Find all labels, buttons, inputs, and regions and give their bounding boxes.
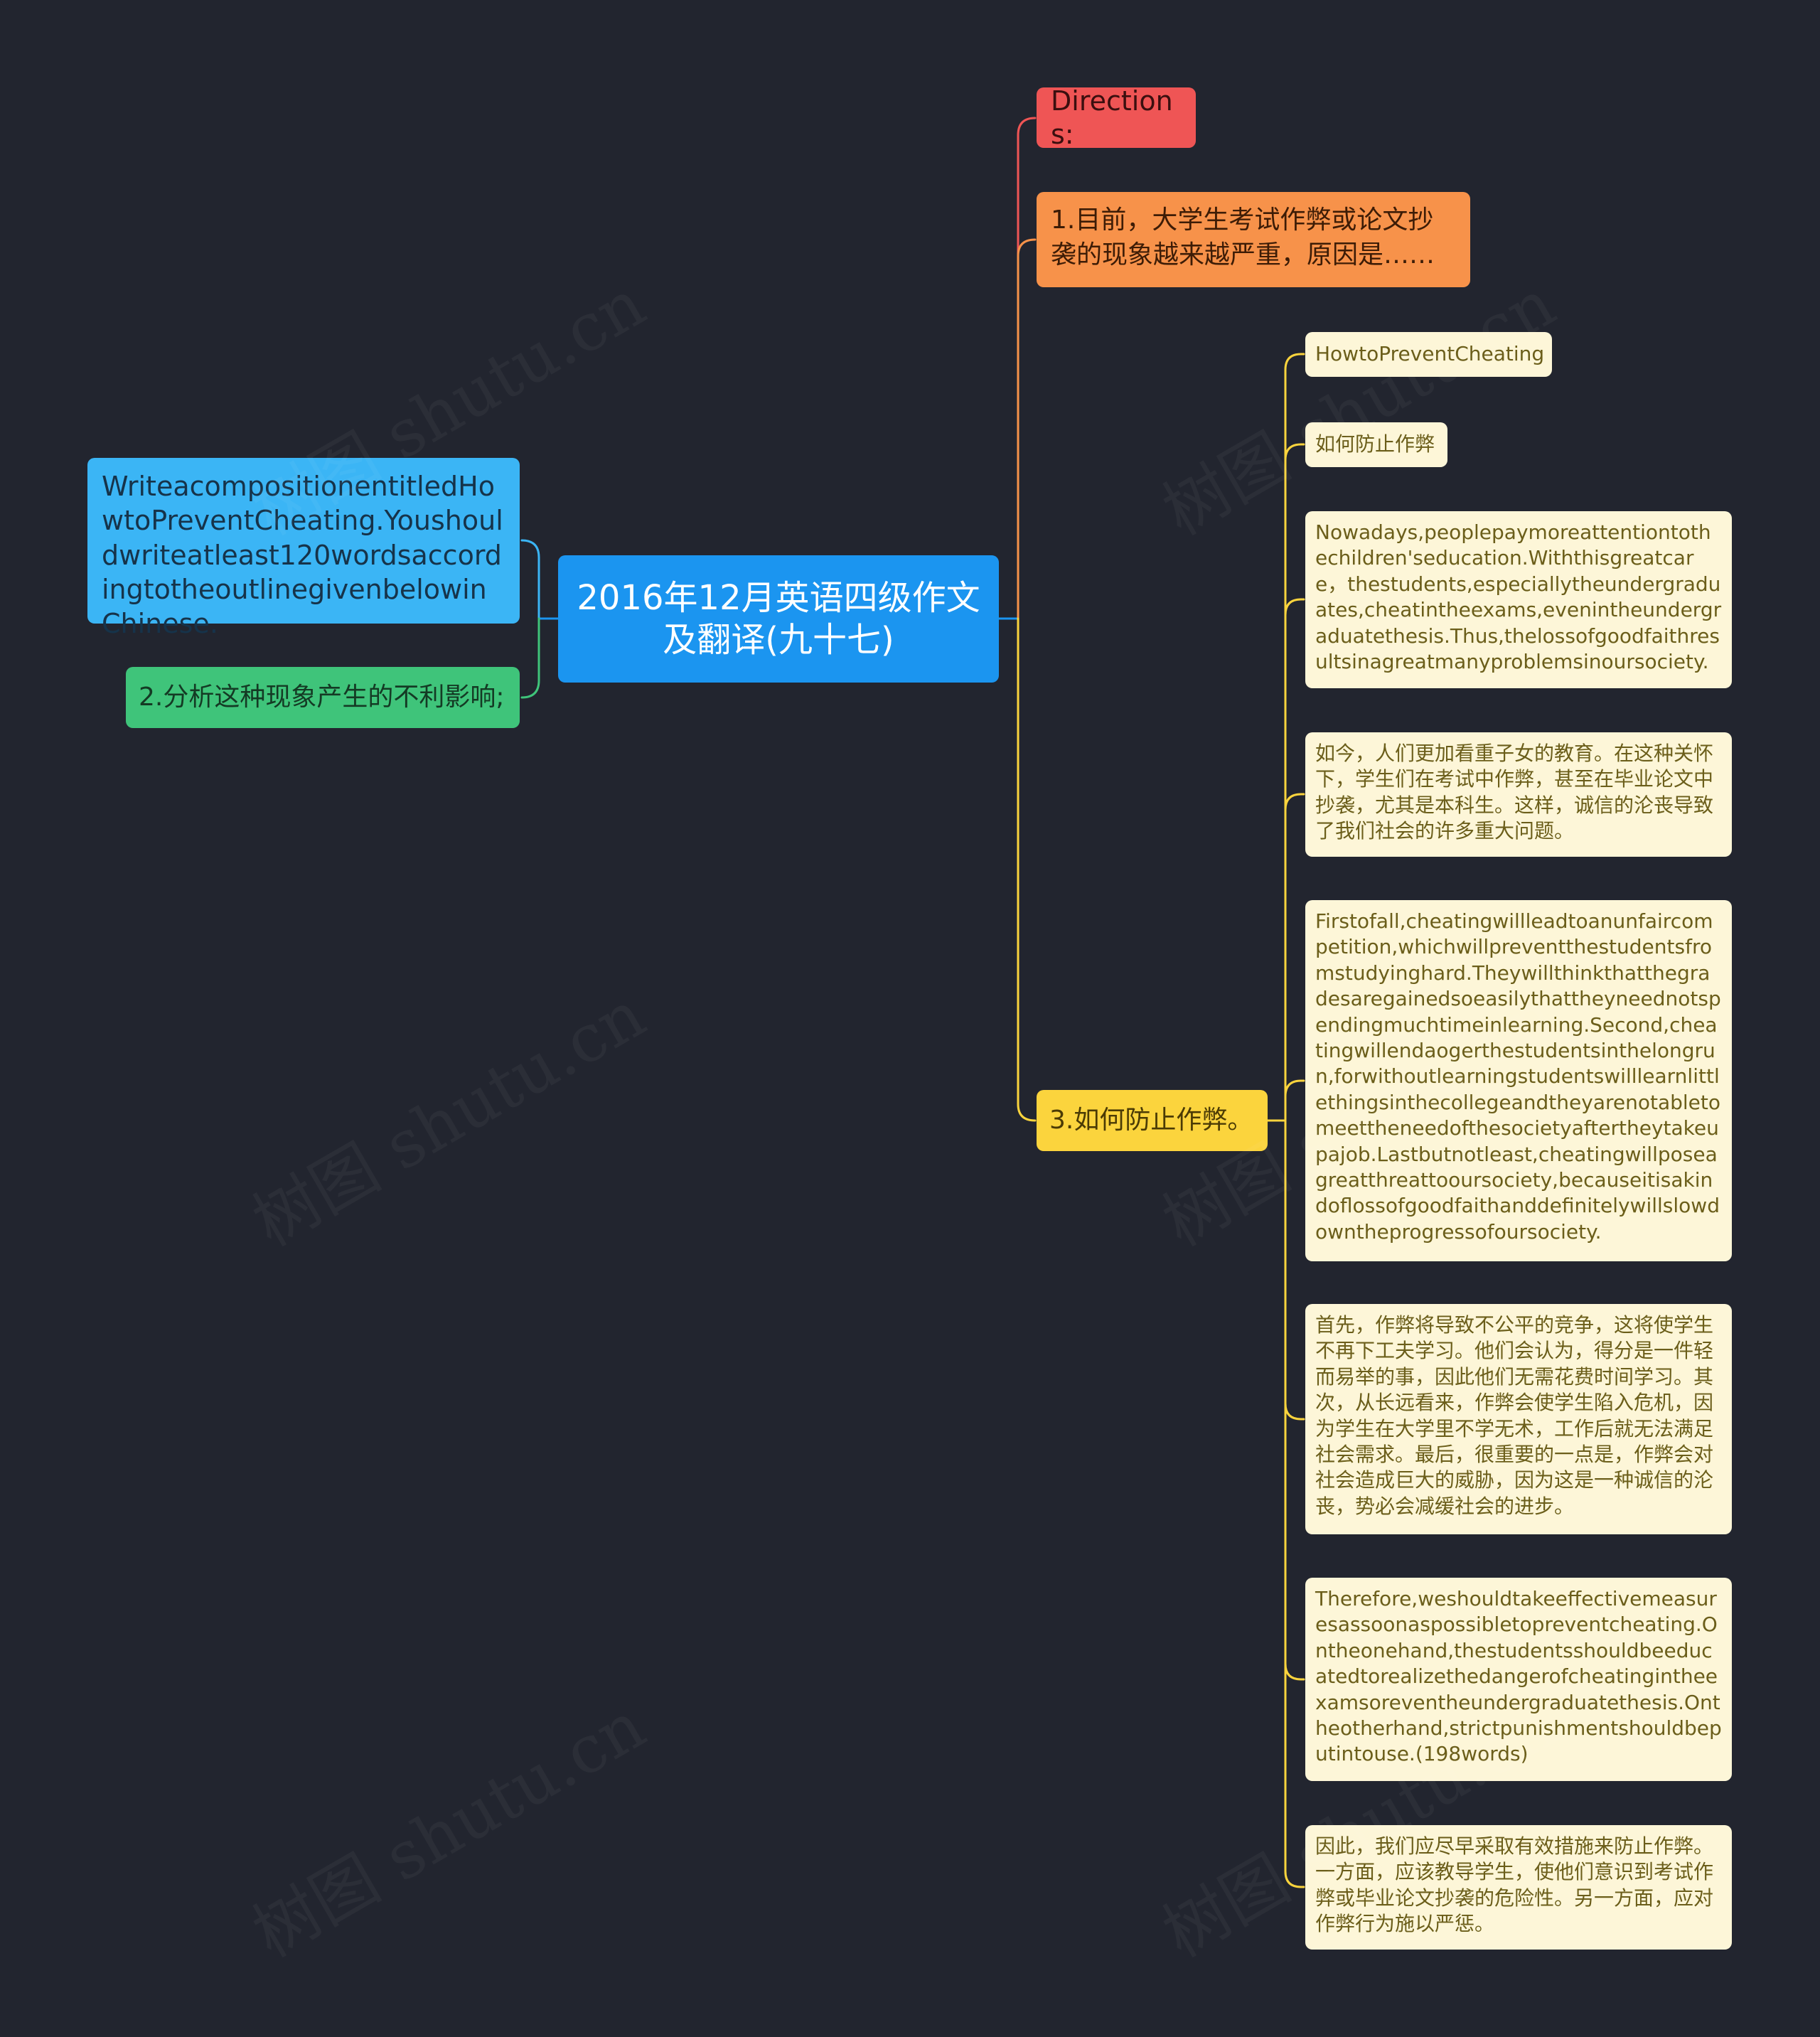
link-detail-6 [1284,1119,1305,1681]
point-1-text: 1.目前，大学生考试作弊或论文抄袭的现象越来越严重，原因是…… [1051,205,1435,269]
link-detail-4 [1284,1079,1305,1122]
link-directions [1017,117,1037,620]
point-2-node[interactable]: 2.分析这种现象产生的不利影响; [126,667,520,728]
link-detail-2 [1284,598,1305,1122]
link-detail-7 [1284,1119,1305,1888]
point-3-node[interactable]: 3.如何防止作弊。 [1037,1090,1268,1151]
detail-intro-en[interactable]: Nowadays,peoplepaymoreattentiontothechil… [1305,511,1732,688]
detail-body-en-text: Firstofall,cheatingwillleadtoanunfaircom… [1315,909,1721,1244]
point-1-node[interactable]: 1.目前，大学生考试作弊或论文抄袭的现象越来越严重，原因是…… [1037,192,1470,287]
detail-intro-zh[interactable]: 如今，人们更加看重子女的教育。在这种关怀下，学生们在考试中作弊，甚至在毕业论文中… [1305,732,1732,857]
link-detail-5 [1284,1119,1305,1421]
detail-body-zh-text: 首先，作弊将导致不公平的竞争，这将使学生不再下工夫学习。他们会认为，得分是一件轻… [1315,1313,1714,1518]
detail-conclusion-en[interactable]: Therefore,weshouldtakeeffectivemeasuresa… [1305,1578,1732,1781]
detail-body-zh[interactable]: 首先，作弊将导致不公平的竞争，这将使学生不再下工夫学习。他们会认为，得分是一件轻… [1305,1304,1732,1534]
detail-intro-en-text: Nowadays,peoplepaymoreattentiontothechil… [1315,520,1722,673]
point-3-text: 3.如何防止作弊。 [1049,1106,1253,1135]
instruction-text: WriteacompositionentitledHowtoPreventChe… [102,471,503,639]
root-topic-label: 2016年12月英语四级作文及翻译(九十七) [577,577,980,660]
directions-node[interactable]: Directions: [1037,85,1196,150]
link-detail-1 [1284,443,1305,1122]
link-instruction [520,539,540,620]
detail-body-en[interactable]: Firstofall,cheatingwillleadtoanunfaircom… [1305,900,1732,1261]
root-topic[interactable]: 2016年12月英语四级作文及翻译(九十七) [558,555,999,683]
point-2-text: 2.分析这种现象产生的不利影响; [139,683,505,712]
detail-conclusion-en-text: Therefore,weshouldtakeeffectivemeasuresa… [1315,1587,1722,1766]
link-point-3 [1017,617,1037,1122]
detail-conclusion-zh[interactable]: 因此，我们应尽早采取有效措施来防止作弊。一方面，应该教导学生，使他们意识到考试作… [1305,1825,1732,1950]
link-point-1 [1017,238,1037,620]
link-point-2 [520,617,540,699]
detail-title-zh[interactable]: 如何防止作弊 [1305,422,1447,467]
directions-text: Directions: [1051,85,1173,150]
link-detail-3 [1284,793,1305,1122]
detail-title-en-text: HowtoPreventCheating [1315,342,1545,366]
detail-conclusion-zh-text: 因此，我们应尽早采取有效措施来防止作弊。一方面，应该教导学生，使他们意识到考试作… [1315,1834,1714,1936]
instruction-node[interactable]: WriteacompositionentitledHowtoPreventChe… [87,458,520,639]
detail-title-en[interactable]: HowtoPreventCheating [1305,332,1552,377]
detail-intro-zh-text: 如今，人们更加看重子女的教育。在这种关怀下，学生们在考试中作弊，甚至在毕业论文中… [1315,742,1714,843]
link-detail-0 [1284,353,1305,1122]
detail-title-zh-text: 如何防止作弊 [1315,432,1435,456]
